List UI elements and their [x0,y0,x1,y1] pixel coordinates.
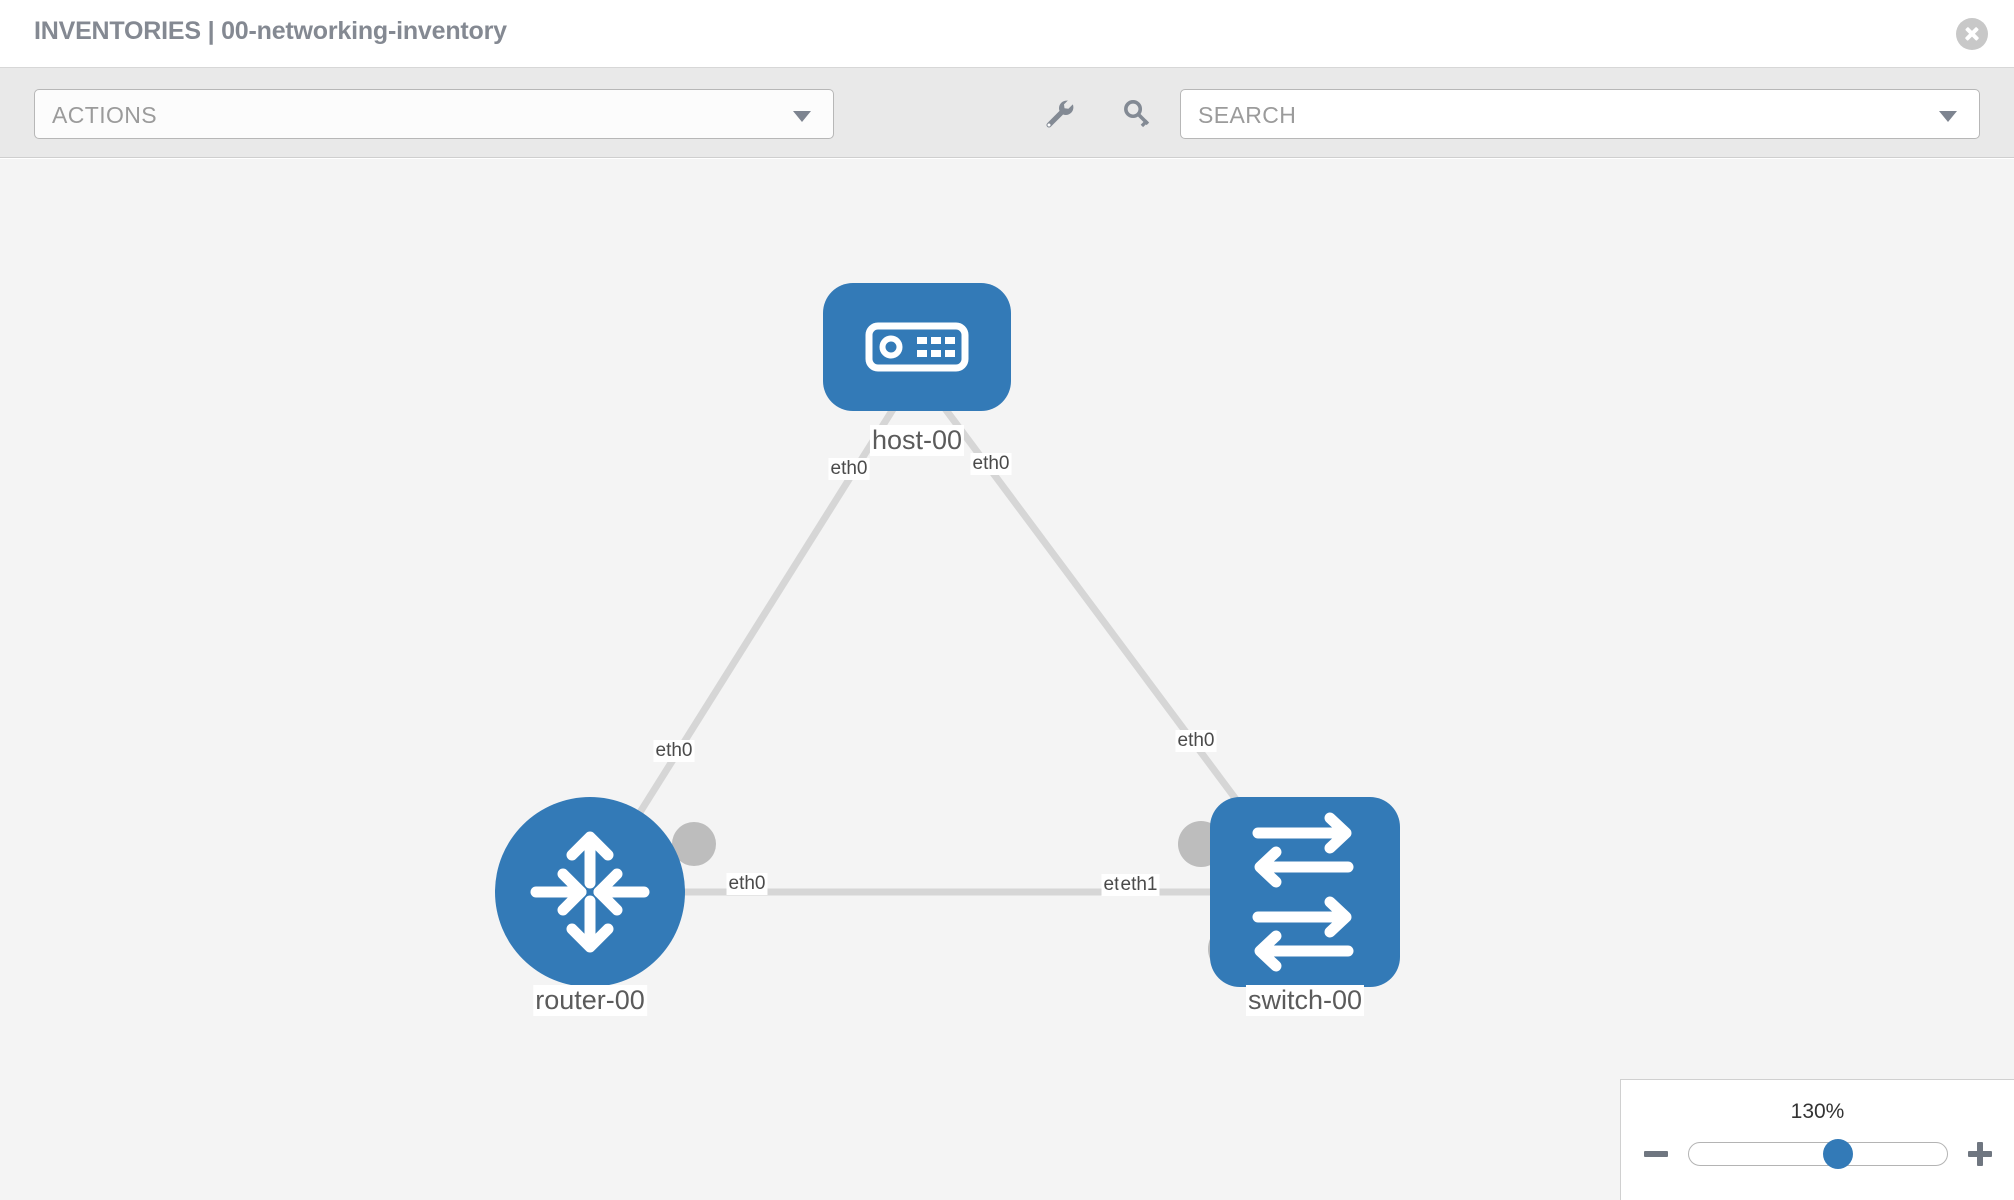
node-label-host-00: host-00 [869,425,965,456]
chevron-down-icon [793,111,811,122]
connector-nub [672,822,716,866]
switch-arrows-icon [1252,812,1354,972]
search-input[interactable]: SEARCH [1180,89,1980,139]
close-icon[interactable] [1956,18,1988,50]
edge-label-router00-host00-near: eth0 [653,740,695,762]
page-header: INVENTORIES | 00-networking-inventory [0,0,2014,68]
chevron-down-icon[interactable] [1939,111,1957,122]
page-title: INVENTORIES | 00-networking-inventory [34,17,507,45]
edge-label-host00-router00-near: eth0 [828,458,870,480]
edge-label-host00-switch00-near: eth0 [970,453,1012,475]
search-placeholder-label: SEARCH [1198,102,1297,128]
server-icon [865,322,969,372]
wrench-icon[interactable] [1040,94,1080,134]
node-host-00[interactable] [823,283,1011,411]
zoom-slider-row [1621,1134,2014,1174]
actions-dropdown-label: ACTIONS [52,102,158,128]
actions-dropdown[interactable]: ACTIONS [34,89,834,139]
router-arrows-icon [530,831,650,953]
edge-label-switch00-host00-near: eth0 [1175,730,1217,752]
zoom-percent-label: 130% [1790,1100,1845,1123]
zoom-slider-handle[interactable] [1823,1139,1854,1169]
node-label-router-00: router-00 [533,985,647,1016]
toolbar: ACTIONS SEARCH [0,68,2014,158]
topology-canvas[interactable]: host-00 router-00 switch-00 eth0 eth0 et… [0,159,2014,1200]
minus-icon[interactable] [1642,1140,1670,1168]
node-label-switch-00: switch-00 [1245,985,1365,1016]
zoom-control-panel: 130% [1620,1079,2014,1200]
topology-graph [495,283,1400,987]
edge-label-router00-switch00-near: eth0 [726,873,768,895]
zoom-slider[interactable] [1687,1139,1948,1169]
key-icon[interactable] [1118,94,1158,134]
node-router-00[interactable] [495,797,685,987]
link-host00-router00[interactable] [587,369,920,894]
node-switch-00[interactable] [1210,797,1400,987]
plus-icon[interactable] [1966,1140,1994,1168]
toolbar-icon-group [1040,94,1158,134]
edge-label-switch00-eth1: eth1 [1118,874,1160,896]
